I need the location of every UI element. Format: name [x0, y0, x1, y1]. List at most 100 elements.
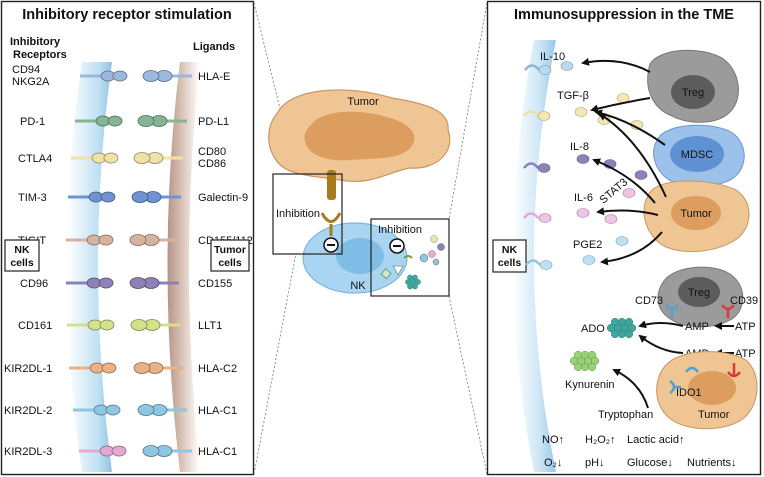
ligand-label: CD155 — [198, 278, 232, 290]
cd73-label: CD73 — [635, 295, 663, 307]
mdsc-label: MDSC — [681, 149, 713, 161]
kynurenin-label: Kynurenin — [565, 379, 615, 391]
amp-label-top: AMP — [685, 321, 709, 333]
ligand-domain — [142, 70, 160, 82]
receptor-domain — [103, 152, 119, 164]
condition-label: Glucose↓ — [627, 457, 673, 469]
treg-nucleus-bottom — [678, 277, 720, 307]
receptor-domain — [98, 277, 114, 289]
receptor-label: CTLA4 — [18, 153, 52, 165]
receptor-domain — [98, 234, 114, 246]
receptor-row: PD-1 PD-L1 — [20, 115, 229, 128]
nk-cells-label-line1: NK — [14, 244, 30, 256]
receptor-row: CD161 LLT1 — [18, 319, 222, 332]
ligand-label: LLT1 — [198, 320, 222, 332]
treg-label-bottom: Treg — [688, 287, 710, 299]
receptors-header-line1: Inhibitory — [10, 36, 61, 48]
ligand-domain — [131, 191, 149, 203]
ligand-label: HLA-E — [198, 71, 230, 83]
ligand-stalk — [327, 170, 336, 200]
tgfb-label: TGF-β — [557, 90, 589, 102]
tumor-nucleus-mid — [671, 196, 721, 230]
secretion-arrows — [581, 57, 667, 266]
receptor-domain — [100, 191, 116, 203]
receptor-row: KIR2DL-1 HLA-C2 — [4, 362, 237, 375]
inhibition-left-label: Inhibition — [276, 208, 320, 220]
middle-schematic: Tumor NK Inhibition Inhibition — [268, 89, 451, 297]
receptor-row: TIM-3 Galectin-9 — [18, 191, 248, 204]
inhibition-box-right — [370, 218, 450, 297]
receptors-header-line2: Receptors — [13, 49, 67, 61]
il10-label: IL-10 — [540, 51, 565, 63]
ido1-arrow — [612, 368, 649, 409]
receptor-label: PD-1 — [20, 116, 45, 128]
receptor-cup — [320, 212, 342, 223]
tumor-label-bottom: Tumor — [698, 409, 730, 421]
il6-label: IL-6 — [574, 192, 593, 204]
inhibition-box-left — [272, 173, 343, 255]
receptor-label: CD161 — [18, 320, 52, 332]
condition-label: Lactic acid↑ — [627, 434, 684, 446]
tumor-cells-label-line2: cells — [218, 257, 242, 269]
nk-nucleus — [336, 238, 384, 274]
receptor-label: KIR2DL-2 — [4, 405, 52, 417]
inhibition-right-label: Inhibition — [378, 224, 422, 236]
tumor-nucleus-bottom — [688, 371, 736, 405]
receptor-label: TIM-3 — [18, 192, 47, 204]
ligand-domain — [133, 152, 151, 164]
ligand-domain — [133, 362, 151, 374]
cytokine-receptors — [523, 64, 541, 266]
receptor-domain — [112, 70, 128, 82]
right-panel: Immunosuppression in the TME NK cells IL… — [486, 0, 762, 476]
nk-cells-label-line2: cells — [10, 257, 34, 269]
nk-cells-label-box — [4, 239, 40, 272]
condition-label: Nutrients↓ — [687, 457, 737, 469]
ligand-domain — [130, 319, 148, 331]
treg-nucleus-top — [671, 75, 715, 109]
receptor-domain — [107, 115, 123, 127]
ligand-label: Galectin-9 — [198, 192, 248, 204]
nk-cells-label-box-right — [492, 239, 527, 273]
cd39-label: CD39 — [730, 295, 758, 307]
tumor-label: Tumor — [347, 96, 379, 108]
condition-label: NO↑ — [542, 434, 564, 446]
tryptophan-label: Tryptophan — [598, 409, 653, 421]
ligand-domain — [129, 277, 147, 289]
atp-label-top: ATP — [735, 321, 756, 333]
ligand-domain — [129, 234, 147, 246]
nk-cells-right-line1: NK — [502, 244, 518, 256]
ligand-domain — [142, 445, 160, 457]
receptor-label: KIR2DL-1 — [4, 363, 52, 375]
nk-label: NK — [350, 280, 366, 292]
receptor-domain — [99, 319, 115, 331]
ligand-label: HLA-C2 — [198, 363, 237, 375]
condition-label: O₂↓ — [544, 457, 562, 469]
tumor-cells-label-box — [210, 239, 250, 272]
panel-connectors — [253, 2, 488, 475]
tumor-nucleus — [304, 111, 415, 161]
cd73-receptor-bottom — [685, 366, 699, 373]
ligands-header: Ligands — [193, 41, 235, 53]
ligand-domain — [137, 404, 155, 416]
tme-conditions: NO↑H₂O₂↑Lactic acid↑O₂↓pH↓Glucose↓Nutrie… — [542, 434, 737, 469]
receptor-row: KIR2DL-2 HLA-C1 — [4, 404, 237, 417]
pge2-label: PGE2 — [573, 239, 602, 251]
right-panel-title: Immunosuppression in the TME — [514, 7, 734, 23]
ligand-domain — [137, 115, 155, 127]
receptor-domain — [101, 362, 117, 374]
ligand-label: HLA-C1 — [198, 405, 237, 417]
ado-cluster — [606, 317, 637, 339]
tumor-cells-label-line1: Tumor — [214, 244, 246, 256]
ado-cluster-small — [405, 274, 421, 290]
ligand-label: PD-L1 — [198, 116, 229, 128]
il8-label: IL-8 — [570, 141, 589, 153]
kynurenin-cluster — [569, 350, 600, 372]
ligand-label: HLA-C1 — [198, 446, 237, 458]
